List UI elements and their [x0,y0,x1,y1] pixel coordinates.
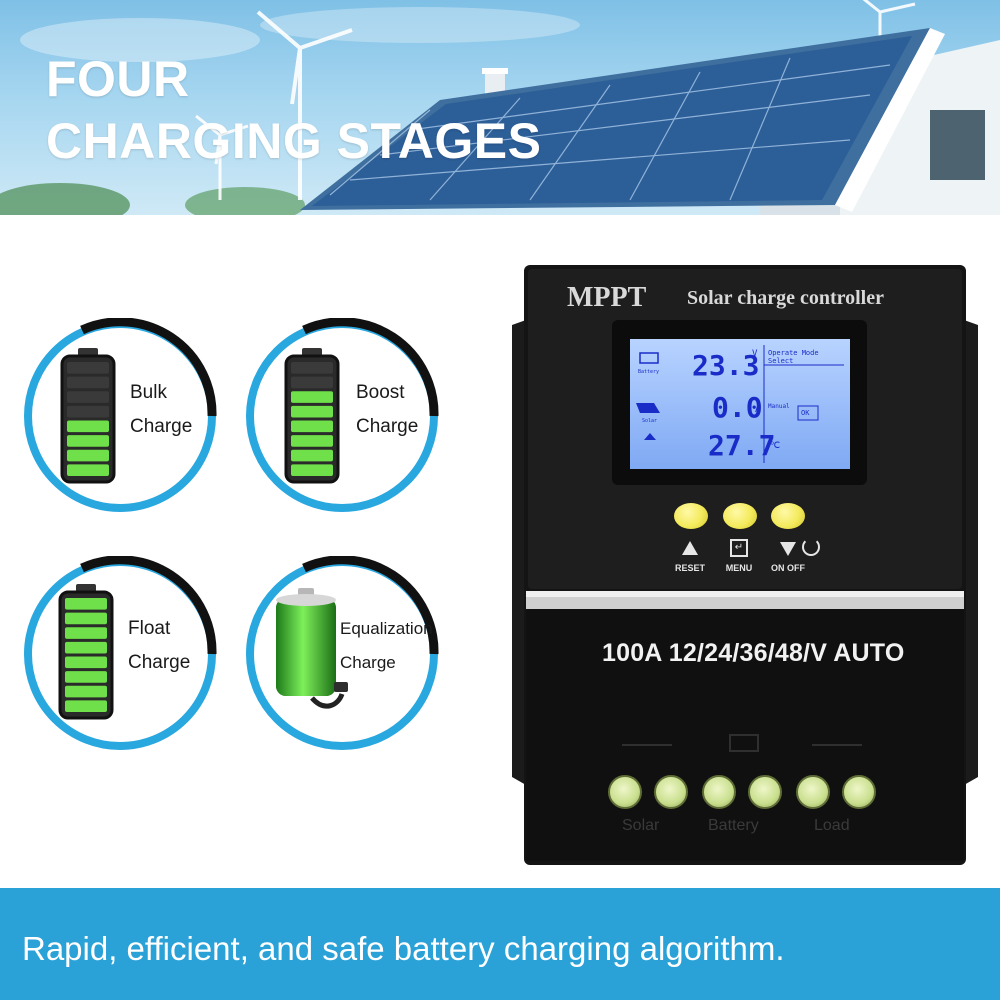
stage-label-line2: Charge [356,416,419,437]
brand-mppt: MPPT [567,282,647,313]
lcd-temperature: 27.7 [708,429,776,462]
stage-ring [246,556,439,750]
battery-segment-filled [65,685,107,698]
reset-caption: RESET [674,563,705,573]
battery-segment-empty [67,405,109,418]
battery-segment-filled [65,700,107,712]
terminal-label-battery: Battery [708,817,759,834]
battery-segment-filled [67,420,109,433]
lcd-select-label: Select [768,357,794,365]
lcd-operate-mode: Operate Mode Select [768,349,819,365]
solar-negative-terminal [654,775,688,809]
battery-segment-filled [67,435,109,447]
battery-segment-filled [65,612,107,625]
charge-controller-device: MPPT Solar charge controller 23.3 V Batt… [512,265,978,865]
footer-banner [0,888,1000,1000]
load-positive-terminal [796,775,830,809]
solar-positive-terminal [608,775,642,809]
load-negative-terminal [842,775,876,809]
stage-equalization: Equalization Charge [244,556,440,752]
stage-bulk: Bulk Charge [22,318,218,514]
stage-ring [24,556,217,750]
lcd-current-unit: A [755,405,761,415]
battery-segment-filled [291,449,333,462]
battery-segment-filled [65,656,107,669]
lcd-battery-voltage: 23.3 [692,349,760,382]
battery-segment-filled [291,435,333,447]
battery-mostly-full-icon [284,348,340,484]
onoff-caption: ON OFF [771,563,805,573]
menu-caption: MENU [725,563,753,573]
stage-label-line2: Charge [130,416,193,437]
hero-banner: FOUR CHARGING STAGES [0,0,1000,215]
battery-level [67,362,109,476]
stage-label-line2: Charge [128,652,191,673]
battery-segment-filled [65,627,107,639]
power-icon [802,538,820,556]
battery-segment-empty [67,376,109,389]
lcd-battery-caption: Battery [638,369,660,375]
stage-label-line1: Bulk [130,382,167,403]
lcd-operate-mode-label: Operate Mode [768,349,819,357]
footer-tagline: Rapid, efficient, and safe battery charg… [22,930,785,967]
lcd-temp-unit: ℃ [770,441,781,451]
battery-segment-filled [65,671,107,683]
lcd-solar-caption: Solar [642,418,658,424]
rating-label: 100A 12/24/36/48/V AUTO [602,639,905,667]
banner-title-line2: CHARGING STAGES [46,113,542,169]
battery-segment-filled [291,420,333,433]
battery-segment-empty [291,362,333,374]
battery-segment-filled [67,449,109,462]
lcd-manual: Manual [768,403,790,410]
banner-title: FOUR CHARGING STAGES [46,48,542,172]
stage-label-line1: Boost [356,382,405,403]
lcd-ok: OK [801,409,810,417]
battery-level [65,598,107,712]
menu-button[interactable] [723,503,757,529]
stage-float: Float Charge [22,556,218,752]
banner-title-line1: FOUR [46,51,190,107]
battery-negative-terminal [748,775,782,809]
battery-segment-filled [67,464,109,476]
battery-half-icon [60,348,116,484]
battery-charging-cable-icon [276,588,348,709]
battery-segment-filled [291,464,333,476]
lcd-current: 0.0 [712,391,763,424]
stage-boost: Boost Charge [244,318,440,514]
terminal-label-load: Load [814,817,850,834]
battery-segment-filled [291,405,333,418]
battery-segment-filled [65,598,107,610]
stage-label-line2: Charge [340,653,396,672]
battery-level [291,362,333,476]
battery-segment-filled [291,391,333,403]
house-solar-scene [0,0,1000,215]
stage-label-line1: Equalization [340,619,433,638]
battery-positive-terminal [702,775,736,809]
reset-button[interactable] [674,503,708,529]
controller-body [512,265,978,865]
menu-icon: ↵ [730,539,748,557]
lcd-voltage-unit: V [752,349,758,359]
stage-ring [24,318,217,512]
stage-ring [246,318,439,512]
terminal-label-solar: Solar [622,817,660,834]
onoff-button[interactable] [771,503,805,529]
battery-segment-empty [291,376,333,389]
battery-full-icon [58,584,114,720]
battery-segment-empty [67,362,109,374]
stage-label-line1: Float [128,618,171,639]
battery-segment-empty [67,391,109,403]
battery-segment-filled [65,641,107,654]
brand-subtitle: Solar charge controller [687,287,884,309]
